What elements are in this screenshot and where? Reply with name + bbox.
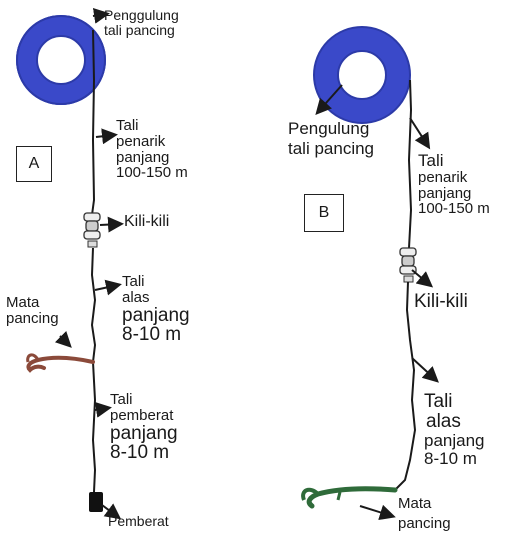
hook-label-b: Mata pancing bbox=[398, 495, 451, 532]
leader-label-a: Tali alas panjang 8-10 m bbox=[122, 273, 190, 346]
weight-line-label-a: Tali pemberat panjang 8-10 m bbox=[110, 391, 178, 464]
panel-a-label-box: A bbox=[16, 146, 52, 182]
panel-a-letter: A bbox=[28, 155, 40, 172]
reel-b bbox=[313, 26, 411, 124]
hook-a bbox=[26, 353, 95, 373]
sinker-label-a: Pemberat bbox=[108, 513, 169, 529]
panel-b-label-box: B bbox=[304, 194, 344, 232]
main-line-label-a: Tali penarik panjang 100-150 m bbox=[116, 117, 188, 182]
leader-line-b bbox=[394, 281, 417, 491]
leader-line-a bbox=[90, 247, 97, 363]
swivel-b bbox=[399, 247, 417, 283]
swivel-a bbox=[83, 212, 101, 248]
hook-label-a: Mata pancing bbox=[6, 294, 59, 327]
main-line-b bbox=[407, 79, 413, 249]
swivel-label-b: Kili-kili bbox=[414, 291, 468, 312]
sinker-a bbox=[89, 492, 103, 512]
panel-b bbox=[301, 26, 439, 521]
reel-a bbox=[16, 15, 106, 105]
swivel-label-a: Kili-kili bbox=[124, 213, 170, 230]
weight-line-a bbox=[91, 361, 97, 493]
hook-b bbox=[301, 486, 398, 509]
main-line-a bbox=[91, 29, 96, 216]
reel-label-a: Penggulung tali pancing bbox=[104, 7, 179, 38]
leader-label-b: Tali alas panjang 8-10 m bbox=[424, 391, 485, 468]
reel-label-b: Pengulung tali pancing bbox=[288, 119, 375, 158]
main-line-label-b: Tali penarik panjang 100-150 m bbox=[418, 151, 490, 218]
panel-a bbox=[16, 7, 124, 520]
panel-b-letter: B bbox=[318, 204, 330, 221]
